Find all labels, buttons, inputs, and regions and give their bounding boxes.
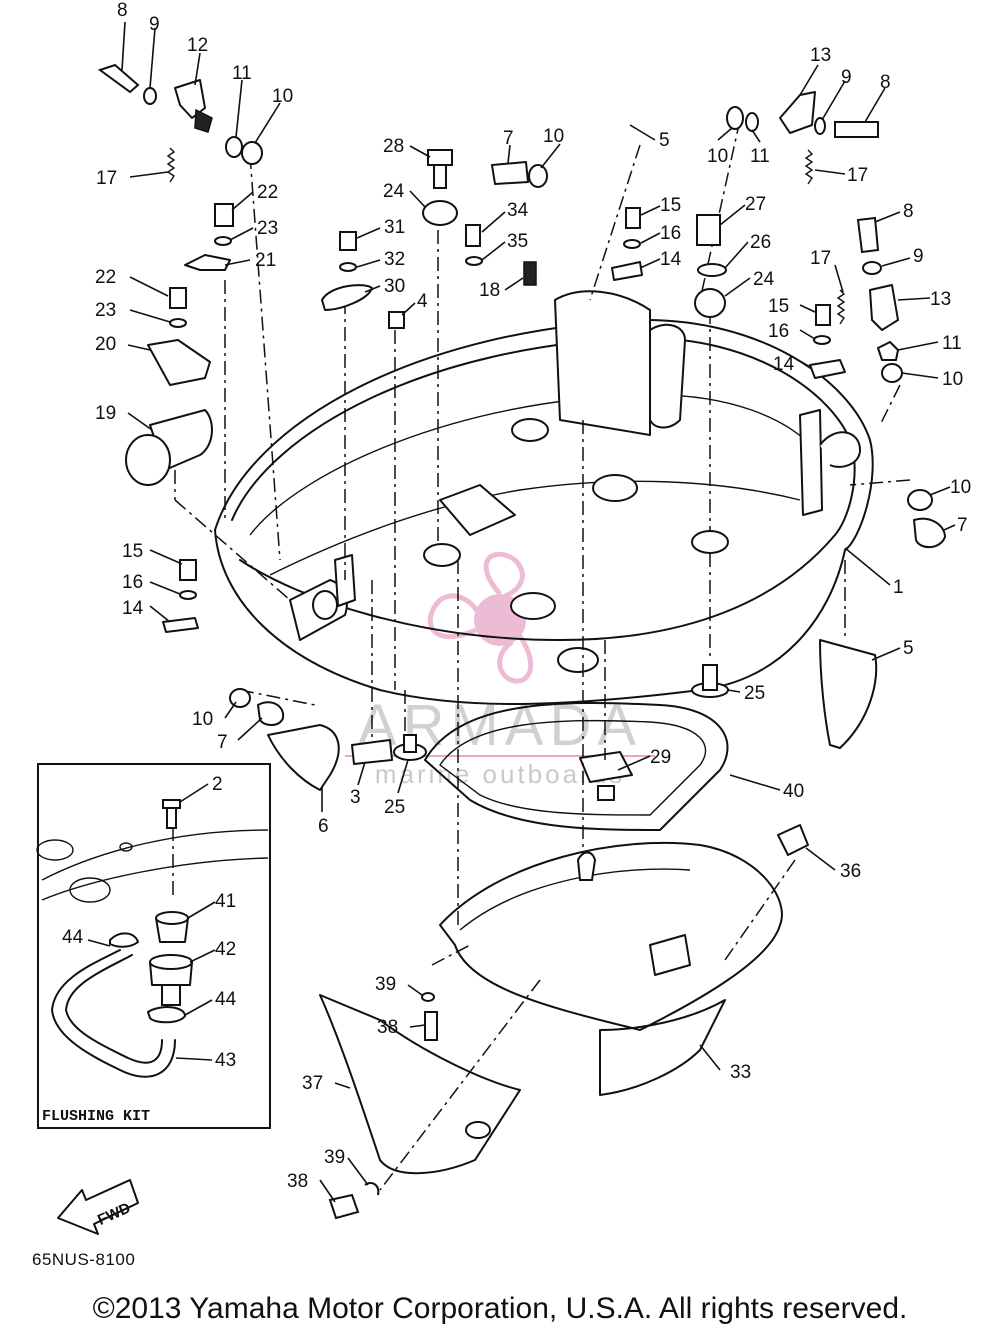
callout-label: 13 [930, 289, 951, 310]
leader-lines [87, 21, 956, 1203]
callout-label: 21 [255, 250, 276, 271]
callout-label: 23 [95, 300, 116, 321]
callout-label: 28 [383, 136, 404, 157]
callout-label: 2 [212, 774, 223, 795]
lower-apron [267, 639, 878, 1175]
callout-label: 9 [913, 246, 924, 267]
callout-label: 11 [232, 63, 252, 84]
callout-labels: 1 2 3 4 5 5 6 7 7 7 8 8 8 9 9 9 10 10 10… [62, 0, 971, 1192]
callout-label: 38 [287, 1171, 308, 1192]
callout-label: 11 [942, 333, 962, 354]
callout-label: 24 [383, 181, 405, 202]
callout-label: 5 [659, 130, 670, 151]
callout-label: 12 [187, 35, 208, 56]
callout-label: 9 [149, 14, 160, 35]
callout-label: 1 [893, 577, 904, 598]
callout-label: 39 [375, 974, 396, 995]
callout-label: 36 [840, 861, 861, 882]
callout-label: 44 [62, 927, 84, 948]
bottom-cowling [214, 290, 874, 705]
callout-label: 17 [847, 165, 868, 186]
callout-label: 17 [96, 168, 117, 189]
callout-label: 39 [324, 1147, 345, 1168]
callout-label: 17 [810, 248, 831, 269]
callout-label: 23 [257, 218, 278, 239]
callout-label: 14 [122, 598, 144, 619]
callout-label: 31 [384, 217, 405, 238]
callout-label: 29 [650, 747, 671, 768]
callout-label: 42 [215, 939, 236, 960]
callout-label: 10 [272, 86, 293, 107]
diagram-code: 65NUS-8100 [32, 1250, 136, 1269]
fwd-arrow-icon: FWD [57, 1179, 139, 1235]
callout-label: 15 [660, 195, 681, 216]
callout-label: 18 [479, 280, 500, 301]
callout-label: 10 [707, 146, 728, 167]
watermark-tagline: marine outboards [375, 759, 625, 789]
hardware-parts [51, 63, 946, 1220]
inset-label: FLUSHING KIT [42, 1108, 150, 1125]
callout-label: 13 [810, 45, 831, 66]
copyright-footer: ©2013 Yamaha Motor Corporation, U.S.A. A… [92, 1292, 908, 1325]
callout-label: 44 [215, 989, 237, 1010]
callout-label: 20 [95, 334, 116, 355]
callout-label: 26 [750, 232, 771, 253]
callout-label: 14 [660, 249, 682, 270]
flushing-kit-inset: FLUSHING KIT [36, 763, 271, 1129]
callout-label: 22 [95, 267, 116, 288]
callout-label: 14 [773, 354, 795, 375]
callout-label: 7 [957, 515, 968, 536]
callout-label: 16 [660, 223, 681, 244]
callout-label: 25 [744, 683, 765, 704]
callout-label: 16 [768, 321, 789, 342]
callout-label: 10 [543, 126, 564, 147]
callout-label: 15 [768, 296, 789, 317]
callout-label: 9 [841, 67, 852, 88]
callout-label: 10 [192, 709, 213, 730]
callout-label: 40 [783, 781, 804, 802]
callout-label: 15 [122, 541, 143, 562]
callout-label: 16 [122, 572, 143, 593]
callout-label: 32 [384, 249, 405, 270]
callout-label: 8 [903, 201, 914, 222]
watermark-logo [427, 551, 534, 684]
callout-label: 10 [950, 477, 971, 498]
callout-label: 27 [745, 194, 766, 215]
callout-label: 38 [377, 1017, 398, 1038]
callout-label: 7 [217, 732, 228, 753]
callout-label: 7 [503, 128, 514, 149]
callout-label: 33 [730, 1062, 751, 1083]
callout-label: 4 [417, 291, 428, 312]
callout-label: 37 [302, 1073, 323, 1094]
callout-label: 25 [384, 797, 405, 818]
callout-label: 5 [903, 638, 914, 659]
callout-label: 8 [117, 0, 128, 21]
assembly-lines [172, 119, 911, 1191]
callout-label: 6 [318, 816, 329, 837]
callout-label: 10 [942, 369, 963, 390]
callout-label: 43 [215, 1050, 236, 1071]
callout-label: 19 [95, 403, 116, 424]
callout-label: 34 [507, 200, 529, 221]
callout-label: 41 [215, 891, 236, 912]
callout-label: 8 [880, 72, 891, 93]
callout-label: 22 [257, 182, 278, 203]
callout-label: 3 [350, 787, 361, 808]
callout-label: 11 [750, 146, 770, 167]
callout-label: 30 [384, 276, 405, 297]
callout-label: 35 [507, 231, 528, 252]
callout-label: 24 [753, 269, 775, 290]
